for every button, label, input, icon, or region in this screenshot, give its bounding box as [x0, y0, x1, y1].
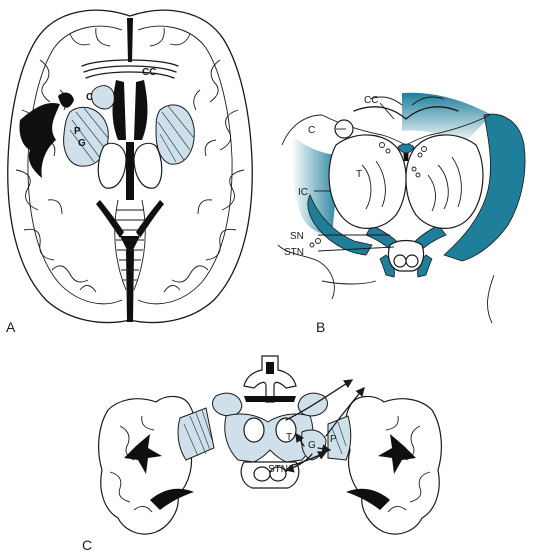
left-thalamus: [328, 134, 407, 229]
interhemispheric-fissure: [126, 18, 134, 322]
choroid-plexus: [309, 142, 427, 248]
label-c-g: G: [308, 440, 316, 451]
left-sulci: [109, 415, 155, 513]
pathway-drawing: T G P STN: [98, 355, 442, 535]
fornix-b: [397, 143, 415, 154]
panel-c-letter: C: [82, 537, 93, 553]
right-sulci: [385, 415, 431, 513]
label-b-c: C: [308, 125, 315, 136]
sulci-right: [149, 27, 245, 293]
panel-c-pathway-schematic: T G P STN: [90, 350, 450, 550]
posterior-horns: [96, 200, 164, 252]
upper-teal-shading: [402, 92, 492, 145]
right-lentiform-nucleus: [155, 104, 195, 165]
right-ventricle-c: [378, 434, 416, 474]
left-putamen-c: [177, 407, 215, 461]
left-ventricle-c: [124, 434, 162, 474]
label-c-p: P: [330, 434, 337, 445]
right-thalamus: [405, 134, 484, 229]
right-temporal-horn: [346, 488, 390, 510]
right-thalamic-nucleus: [275, 417, 297, 443]
caudate-left-c: [212, 392, 243, 417]
label-b-cc: CC: [364, 95, 378, 106]
corpus-callosum-b: [353, 106, 459, 120]
right-putamen-c: [327, 415, 352, 461]
thalamus-region: [97, 142, 163, 189]
label-a-cc: CC: [142, 67, 156, 78]
panel-a-letter: A: [6, 319, 16, 335]
panel-a-axial-section: CC C P G: [0, 0, 260, 335]
thalamus-c: [224, 413, 314, 463]
left-sylvian-fissure: [19, 102, 60, 178]
right-stn-circle-front: [269, 466, 287, 482]
label-c-stn: STN: [268, 464, 288, 475]
label-b-sn: SN: [290, 231, 304, 242]
fornix-c: [244, 396, 296, 402]
label-a-g: G: [78, 138, 86, 149]
label-b-t: T: [356, 169, 362, 180]
label-b-ic: IC: [298, 187, 308, 198]
cerebellar-vermis: [114, 199, 146, 291]
label-a-p: P: [74, 126, 81, 137]
left-thalamic-nucleus: [243, 417, 265, 443]
left-putamen-hatch: [183, 409, 213, 457]
cortical-contour: [27, 25, 233, 305]
septum-black: [266, 362, 274, 374]
pathway-arrows: [284, 379, 365, 473]
label-a-c: C: [86, 92, 93, 103]
left-red-nucleus: [393, 254, 407, 268]
corpus-callosum: [81, 59, 179, 79]
label-c-t: T: [286, 432, 292, 443]
temporal-lobe-contour: [277, 114, 495, 324]
thalamic-laminae: [361, 156, 462, 212]
cc-lines-b: [369, 96, 445, 106]
panel-b-letter: B: [316, 319, 326, 335]
left-sylvian-branch: [58, 92, 74, 108]
left-caudate: [90, 85, 115, 110]
panel-b-coronal-section: CC C T IC SN STN: [262, 85, 541, 335]
lateral-ventricle-frontal-horns: [112, 80, 148, 140]
right-internal-capsule: [443, 113, 526, 262]
right-red-nucleus: [405, 254, 419, 268]
label-b-stn: STN: [284, 247, 304, 258]
leader-lines-b: [314, 102, 395, 252]
third-ventricle: [126, 142, 134, 200]
right-putamen-hatch: [331, 421, 347, 455]
midbrain: [387, 239, 425, 272]
left-teal-shading: [291, 135, 340, 235]
left-lentiform-nucleus: [63, 107, 109, 167]
lentiform-hatching: [69, 105, 195, 163]
coronal-drawing: CC C T IC SN STN: [277, 92, 526, 324]
axial-brain-drawing: CC C P G: [7, 9, 253, 324]
left-temporal-horn: [150, 488, 194, 510]
